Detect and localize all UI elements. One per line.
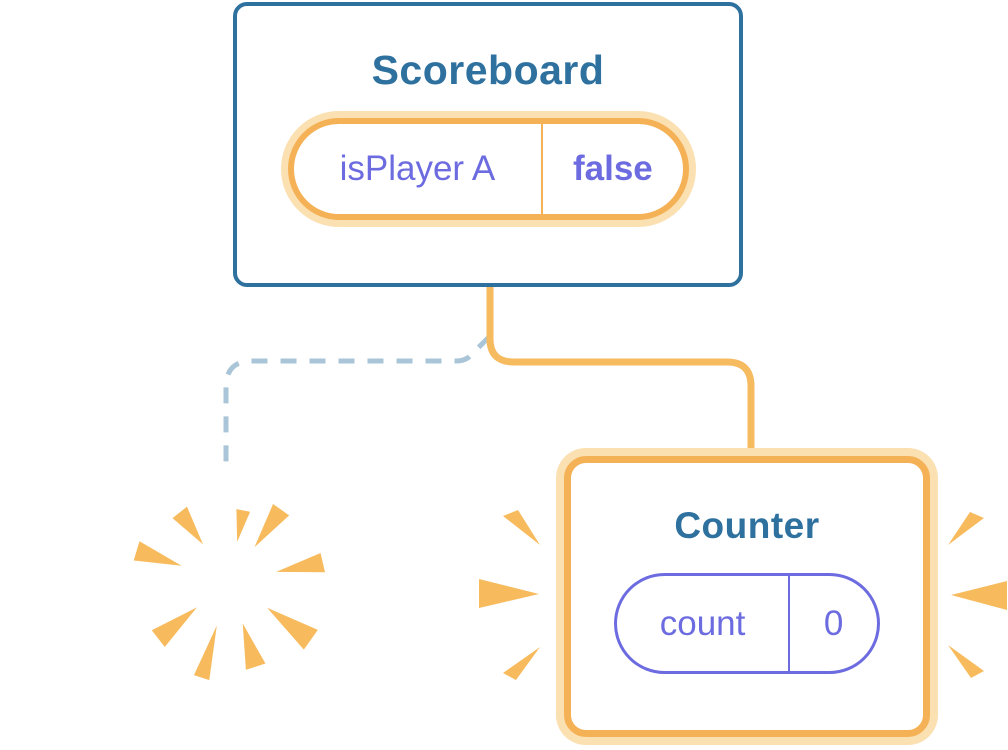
scoreboard-state-pill: isPlayer A false: [287, 118, 689, 220]
state-value: false: [541, 124, 682, 214]
state-name: isPlayer A: [339, 149, 496, 188]
state-name: count: [659, 603, 746, 643]
counter-title: Counter: [674, 505, 820, 546]
counter-card-inner: Counter count 0: [564, 456, 930, 737]
emphasis-burst-left-icon: [479, 510, 540, 680]
counter-state-pill: count 0: [614, 573, 880, 674]
removed-connection-dashed-line: [223, 334, 492, 470]
active-connection-line: [486, 283, 755, 455]
poof-burst-icon: [133, 504, 325, 681]
emphasis-burst-right-icon: [948, 512, 1007, 678]
scoreboard-card: Scoreboard isPlayer A false: [233, 2, 743, 287]
scoreboard-title: Scoreboard: [371, 47, 605, 93]
counter-card: Counter count 0: [556, 448, 938, 745]
state-value: 0: [788, 576, 877, 671]
destroyed-component-card: [88, 456, 368, 722]
